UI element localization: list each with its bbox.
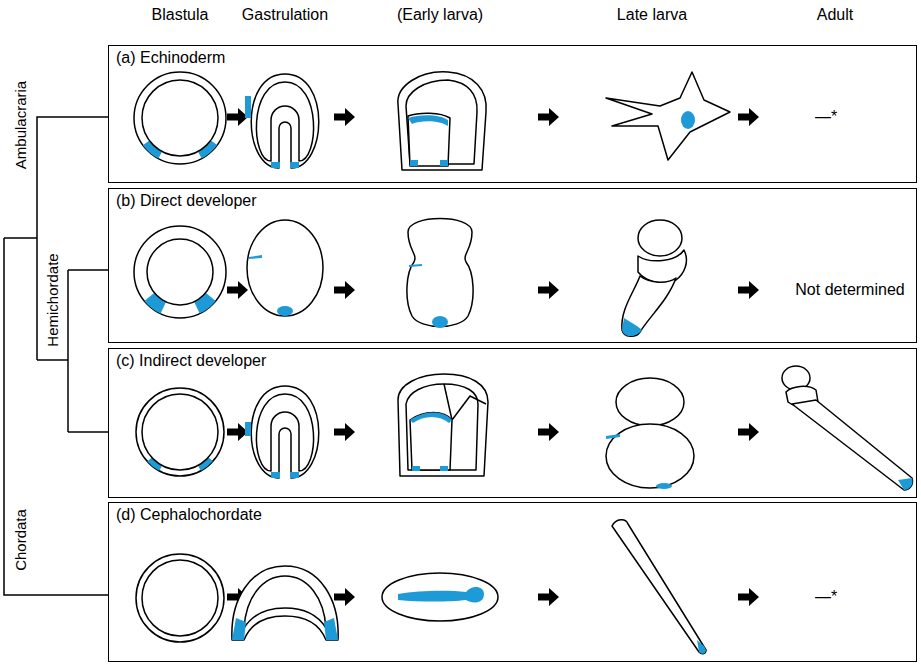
clade-label: Hemichordate — [44, 253, 61, 346]
blastula-inner — [142, 394, 218, 470]
expression-domain — [290, 472, 299, 478]
tornaria-gut — [410, 413, 452, 471]
stage-arrow — [227, 423, 248, 441]
footnote-mark: —* — [815, 108, 837, 126]
expression-domain — [271, 162, 280, 168]
stage-heading: (Early larva) — [397, 6, 483, 24]
tree-line — [68, 431, 108, 433]
expression-domain — [656, 483, 672, 489]
panel-title: (c) Indirect developer — [109, 349, 273, 373]
gastrula-blastocoel — [256, 82, 313, 161]
stage-arrow — [538, 281, 559, 299]
tree-line — [4, 237, 37, 239]
larva-head-outline — [616, 378, 684, 426]
expression-domain — [290, 162, 299, 168]
expression-domain — [398, 587, 484, 603]
stage-heading: Blastula — [152, 6, 209, 24]
blastula-inner — [142, 560, 218, 636]
stage-heading: Late larva — [617, 6, 687, 24]
expression-domain — [410, 160, 418, 166]
clade-panel: (a) Echinoderm — [108, 45, 917, 183]
panel-title: (b) Direct developer — [109, 189, 264, 213]
expression-domain — [622, 318, 642, 336]
larva-outline — [398, 72, 486, 170]
expression-domain — [249, 255, 262, 259]
expression-domain — [245, 96, 251, 118]
tornaria-inner — [406, 384, 478, 470]
stage-arrow — [334, 423, 355, 441]
clade-panel: (b) Direct developer — [108, 188, 917, 343]
stage-arrow — [334, 281, 355, 299]
tornaria-lines — [444, 384, 486, 420]
stage-heading: Gastrulation — [242, 6, 328, 24]
status-note: Not determined — [795, 281, 904, 299]
stage-arrow — [538, 108, 559, 126]
expression-domain — [432, 316, 448, 328]
expression-domain — [324, 618, 338, 640]
pluteus-outline — [606, 72, 730, 160]
expression-domain — [245, 422, 251, 436]
clade-label: Chordata — [12, 509, 29, 571]
tree-line — [67, 270, 69, 432]
clade-panel: (c) Indirect developer — [108, 348, 917, 498]
tree-line — [68, 269, 108, 271]
larva-body-outline — [606, 424, 694, 488]
blastula-outer — [136, 554, 224, 642]
larva-outline — [407, 219, 473, 327]
stage-arrow — [227, 108, 248, 126]
expression-domain — [410, 413, 452, 424]
larva-outline — [382, 573, 498, 621]
gastrula-outline — [251, 386, 319, 478]
tree-line — [37, 117, 108, 360]
expression-domain — [697, 640, 706, 654]
late-larva-outline — [612, 520, 706, 654]
gastrula-outline — [247, 220, 323, 316]
expression-domain — [277, 306, 293, 316]
blastula-inner — [147, 239, 213, 305]
stage-heading: Adult — [817, 6, 853, 24]
blastula-outer — [134, 72, 226, 164]
gastrula-outline — [232, 566, 338, 640]
blastula-outer — [134, 226, 226, 318]
stage-arrow — [538, 423, 559, 441]
clade-label: Ambulacraria — [12, 81, 29, 169]
clade-panel: (d) Cephalochordate — [108, 502, 917, 662]
expression-domain — [412, 466, 420, 471]
expression-domain — [440, 466, 448, 471]
stage-arrow — [538, 588, 559, 606]
stage-arrow — [738, 588, 759, 606]
stage-arrow — [738, 281, 759, 299]
expression-domain — [232, 618, 246, 640]
collar-outline — [638, 250, 686, 283]
gastrula-inner — [244, 576, 326, 628]
expression-domain — [408, 115, 448, 126]
blastula-outer — [136, 388, 224, 476]
stage-arrow — [738, 423, 759, 441]
panel-title: (a) Echinoderm — [109, 46, 232, 70]
stage-arrow — [334, 588, 355, 606]
stage-arrow — [334, 108, 355, 126]
trunk-outline — [622, 276, 676, 336]
tornaria-outline — [398, 374, 488, 476]
expression-domain — [271, 472, 280, 478]
tree-line — [37, 359, 68, 361]
gastrula-outline — [251, 74, 319, 168]
panel-title: (d) Cephalochordate — [109, 503, 269, 527]
expression-domain — [898, 478, 913, 490]
proboscis-outline — [638, 220, 682, 256]
stage-arrow — [227, 281, 248, 299]
footnote-mark: —* — [815, 588, 837, 606]
gastrula-blastocoel — [256, 394, 313, 471]
blastula-inner — [142, 80, 218, 156]
expression-domain — [409, 264, 422, 267]
stage-arrow — [738, 108, 759, 126]
expression-domain — [606, 434, 620, 439]
expression-domain — [681, 111, 695, 129]
trunk-outline — [792, 400, 913, 490]
larva-gut — [408, 113, 450, 166]
tree-line — [4, 238, 108, 595]
expression-domain — [440, 160, 448, 166]
